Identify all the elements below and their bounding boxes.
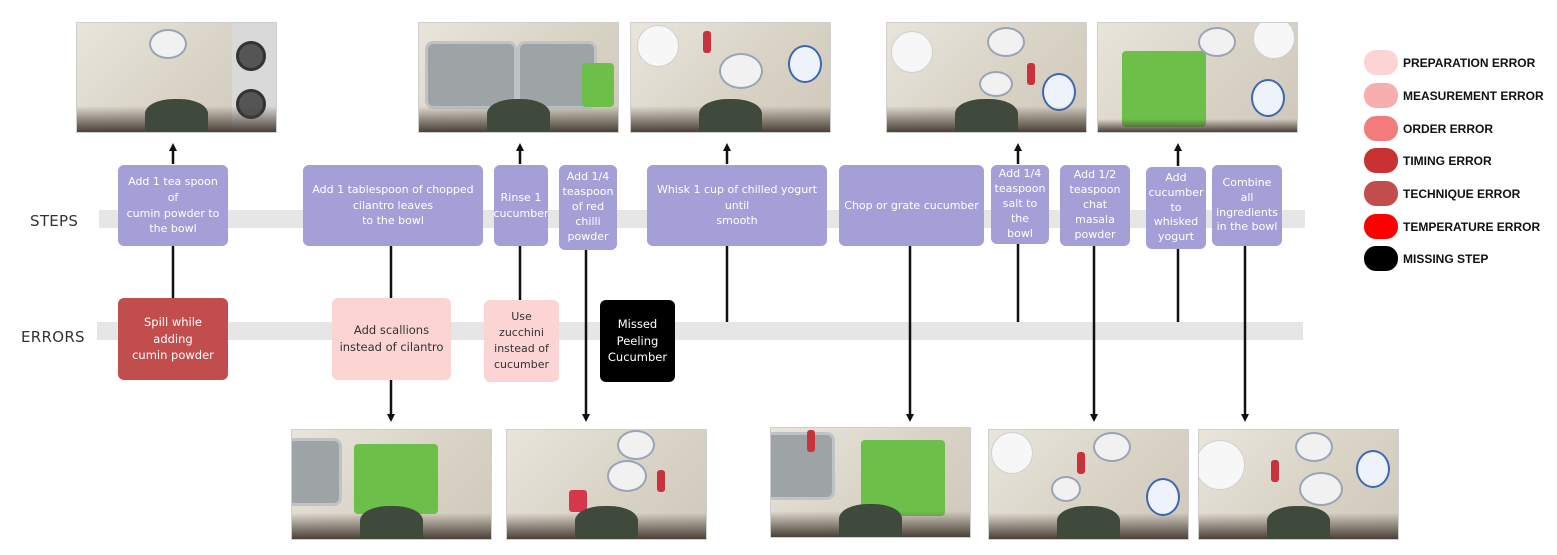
step-box: Chop or grate cucumber [839,165,984,246]
step-box: Add cucumber to whisked yogurt [1146,167,1206,249]
frame-image [418,22,619,133]
steps-row-label: STEPS [30,212,79,230]
step-box: Combine all ingredients in the bowl [1212,165,1282,246]
step-box: Add 1 tea spoon of cumin powder to the b… [118,165,228,246]
step-box: Rinse 1 cucumber [494,165,548,246]
error-box-technique: Spill while adding cumin powder [118,298,228,380]
error-box-missing: Missed Peeling Cucumber [600,300,675,382]
step-box: Add 1/4 teaspoon of red chilli powder [559,165,617,250]
step-box: Whisk 1 cup of chilled yogurt until smoo… [647,165,827,246]
legend-item-measurement: MEASUREMENT ERROR [1364,83,1544,108]
step-box: Add 1/4 teaspoon salt to the bowl [991,165,1049,244]
legend-item-technique: TECHNIQUE ERROR [1364,181,1520,206]
legend-swatch [1364,83,1398,108]
legend-label: MEASUREMENT ERROR [1403,88,1544,103]
legend-label: MISSING STEP [1403,251,1489,266]
error-box-preparation: Add scallions instead of cilantro [332,298,451,380]
frame-image [1198,429,1399,540]
frame-image [886,22,1087,133]
errors-row-label: ERRORS [21,328,85,346]
legend-swatch [1364,181,1398,206]
step-box: Add 1/2 teaspoon chat masala powder [1060,165,1130,246]
legend-label: TIMING ERROR [1403,153,1492,168]
frame-image [770,427,971,538]
legend-item-temperature: TEMPERATURE ERROR [1364,214,1540,239]
frame-image [630,22,831,133]
frame-image [291,429,492,540]
legend-item-missing: MISSING STEP [1364,246,1488,271]
frame-image [506,429,707,540]
error-box-preparation: Use zucchini instead of cucumber [484,300,559,382]
legend-item-preparation: PREPARATION ERROR [1364,50,1535,75]
legend-item-order: ORDER ERROR [1364,116,1493,141]
frame-image [76,22,277,133]
legend-label: PREPARATION ERROR [1403,55,1536,70]
frame-image [988,429,1189,540]
legend-label: ORDER ERROR [1403,121,1494,136]
step-box: Add 1 tablespoon of chopped cilantro lea… [303,165,483,246]
legend-item-timing: TIMING ERROR [1364,148,1492,173]
legend-swatch [1364,116,1398,141]
legend-label: TECHNIQUE ERROR [1403,186,1521,201]
legend-swatch [1364,50,1398,75]
legend-swatch [1364,214,1398,239]
legend-swatch [1364,148,1398,173]
legend-swatch [1364,246,1398,271]
legend-label: TEMPERATURE ERROR [1403,219,1541,234]
frame-image [1097,22,1298,133]
